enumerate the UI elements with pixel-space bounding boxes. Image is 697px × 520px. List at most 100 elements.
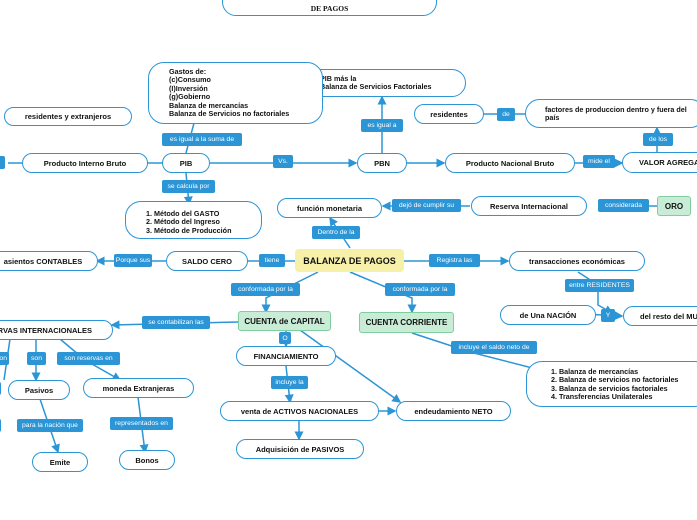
gastos-line-1: Gastos de:	[169, 67, 207, 76]
label-de-los: de los	[643, 133, 673, 146]
node-producto-nacional-bruto[interactable]: Producto Nacional Bruto	[445, 153, 575, 173]
node-balanzas-list[interactable]: 1. Balanza de mercancías 2. Balanza de s…	[526, 361, 697, 407]
label-y: Y	[601, 309, 615, 322]
node-producto-interno-bruto[interactable]: Producto Interno Bruto	[22, 153, 148, 173]
label-mide-el: mide el	[583, 155, 615, 168]
gastos-line-3: (I)Inversión	[169, 83, 208, 93]
label-incluye-saldo-neto: incluye el saldo neto de	[451, 341, 537, 354]
venta-activos-text: venta de ACTIVOS NACIONALES	[240, 406, 359, 416]
pib-mas-line-1: PIB más la	[320, 74, 357, 83]
label-dentro-de-la: Dentro de la	[312, 226, 360, 239]
gastos-line-2: (c)Consumo	[169, 75, 211, 85]
balanza-de-pagos-text: BALANZA DE PAGOS	[303, 255, 396, 266]
node-funcion-monetaria[interactable]: función monetaria	[277, 198, 382, 218]
node-oro[interactable]: ORO	[657, 196, 691, 216]
node-pib-mas-balanza[interactable]: PIB más la Balanza de Servicios Factoria…	[299, 69, 466, 97]
moneda-extranjeras-text: moneda Extranjeras	[102, 383, 175, 393]
label-stub-left-pib	[0, 156, 5, 169]
label-es-igual-suma: es igual a la suma de	[162, 133, 242, 146]
node-financiamiento[interactable]: FINANCIAMIENTO	[236, 346, 336, 366]
node-factores[interactable]: factores de produccion dentro y fuera de…	[525, 99, 697, 128]
balanza-item-3: 3. Balanza de servicios factoriales	[551, 383, 668, 393]
node-venta-activos-nacionales[interactable]: venta de ACTIVOS NACIONALES	[220, 401, 379, 421]
node-endeudamiento-neto[interactable]: endeudamiento NETO	[396, 401, 511, 421]
node-pbn[interactable]: PBN	[357, 153, 407, 173]
label-son: son	[27, 352, 46, 365]
node-resto-del-mundo[interactable]: del resto del MUNDO	[623, 306, 697, 326]
adquisicion-text: Adquisición de PASIVOS	[255, 444, 345, 454]
node-bonos[interactable]: Bonos	[119, 450, 175, 470]
node-moneda-extranjeras[interactable]: moneda Extranjeras	[83, 378, 194, 398]
saldo-cero-text: SALDO CERO	[181, 256, 232, 266]
pasivos-text: Pasivos	[24, 385, 54, 395]
label-es-igual-a: es igual a	[361, 119, 403, 132]
label-de: de	[497, 108, 515, 121]
financiamiento-text: FINANCIAMIENTO	[253, 351, 319, 361]
node-metodos[interactable]: 1. Método del GASTO 2. Método del Ingres…	[125, 201, 262, 239]
label-conformada-por-la-corriente: conformada por la	[385, 283, 455, 296]
metodo-line-3: 3. Método de Producción	[146, 225, 232, 235]
label-considerada: considerada	[598, 199, 649, 212]
label-vs: Vs.	[273, 155, 293, 168]
balanza-item-4: 4. Transferencias Unilaterales	[551, 392, 653, 402]
node-pasivos[interactable]: Pasivos	[8, 380, 70, 400]
title-text: DE PAGOS	[310, 3, 349, 13]
label-son-partial: son	[0, 352, 9, 365]
node-transacciones-economicas[interactable]: transacciones económicas	[509, 251, 645, 271]
label-dejo-de-cumplir: dejó de cumplir su	[392, 199, 461, 212]
label-para-la-nacion-que: para la nación que	[17, 419, 83, 432]
title-node[interactable]: DE PAGOS	[222, 0, 437, 16]
cuenta-capital-text: CUENTA de CAPITAL	[244, 316, 325, 326]
node-balanza-de-pagos[interactable]: BALANZA DE PAGOS	[295, 249, 404, 272]
label-conformada-por-la-capital: conformada por la	[231, 283, 300, 296]
label-entre-residentes: entre RESIDENTES	[565, 279, 634, 292]
emite-text: Emite	[49, 457, 71, 467]
pnb-full-text: Producto Nacional Bruto	[465, 158, 555, 168]
label-o: O	[279, 332, 291, 344]
reservas-internacionales-text: RESERVAS INTERNACIONALES	[0, 325, 92, 335]
label-porque-sus: Porque sus	[114, 254, 152, 267]
label-se-calcula-por: se calcula por	[162, 180, 215, 193]
label-tiene: tiene	[259, 254, 285, 267]
factores-line-1: factores de produccion dentro y fuera de…	[545, 105, 687, 114]
node-pib[interactable]: PIB	[162, 153, 210, 173]
node-residentes-extranjeros[interactable]: residentes y extranjeros	[4, 107, 132, 126]
label-stub-left-pasivos	[0, 382, 1, 395]
endeudamiento-text: endeudamiento NETO	[414, 406, 493, 416]
node-emite[interactable]: Emite	[32, 452, 88, 472]
funcion-monetaria-text: función monetaria	[296, 203, 362, 213]
pib-text: PIB	[179, 158, 193, 168]
node-gastos[interactable]: Gastos de: (c)Consumo (I)Inversión (g)Go…	[148, 62, 323, 124]
pib-mas-line-2: Balanza de Servicios Factoriales	[320, 82, 432, 92]
label-representados-en: representados en	[110, 417, 173, 430]
pib-full-text: Producto Interno Bruto	[43, 158, 127, 168]
label-incluye-la: incluye la	[271, 376, 308, 389]
gastos-line-6: Balanza de Servicios no factoriales	[169, 109, 290, 119]
gastos-line-5: Balanza de mercancías	[169, 100, 249, 110]
node-reservas-internacionales[interactable]: RESERVAS INTERNACIONALES	[0, 320, 113, 340]
reserva-internacional-text: Reserva Internacional	[490, 201, 568, 211]
balanza-item-2: 2. Balanza de servicios no factoriales	[551, 375, 679, 385]
node-valor-agregado[interactable]: VALOR AGREGADO	[622, 152, 697, 173]
node-asientos-contables[interactable]: asientos CONTABLES	[0, 251, 98, 271]
node-saldo-cero[interactable]: SALDO CERO	[166, 251, 248, 271]
residentes-text: residentes	[430, 109, 468, 119]
node-cuenta-de-capital[interactable]: CUENTA de CAPITAL	[238, 311, 331, 331]
gastos-line-4: (g)Gobierno	[169, 92, 211, 102]
node-adquisicion-pasivos[interactable]: Adquisición de PASIVOS	[236, 439, 364, 459]
resto-mundo-text: del resto del MUNDO	[640, 311, 697, 321]
label-son-reservas-en: son reservas en	[57, 352, 120, 365]
balanza-item-1: 1. Balanza de mercancías	[551, 367, 639, 376]
metodo-line-1: 1. Método del GASTO	[146, 209, 220, 218]
label-registra-las: Registra las	[429, 254, 480, 267]
node-residentes[interactable]: residentes	[414, 104, 484, 124]
node-reserva-internacional[interactable]: Reserva Internacional	[471, 196, 587, 216]
node-de-una-nacion[interactable]: de Una NACIÓN	[500, 305, 596, 325]
bonos-text: Bonos	[135, 455, 159, 465]
label-stub-left-para	[0, 419, 1, 432]
factores-line-2: país	[545, 113, 560, 123]
node-cuenta-corriente[interactable]: CUENTA CORRIENTE	[359, 312, 454, 333]
asientos-text: asientos CONTABLES	[3, 256, 83, 266]
metodo-line-2: 2. Método del Ingreso	[146, 217, 220, 227]
